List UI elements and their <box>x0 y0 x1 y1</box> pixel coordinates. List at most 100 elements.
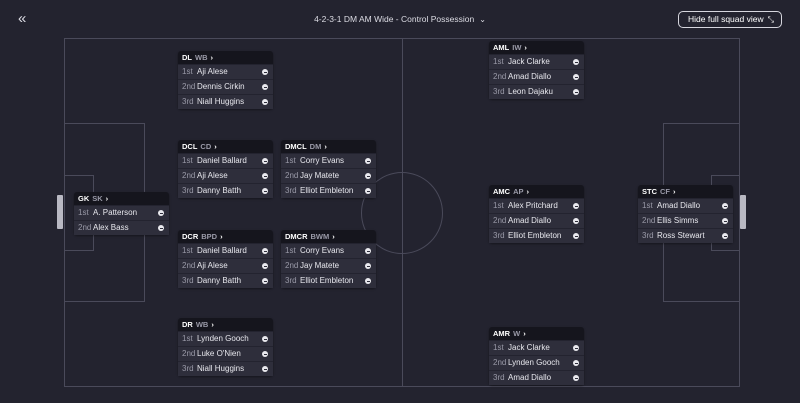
chevron-right-icon: › <box>526 187 530 196</box>
minus-circle-icon[interactable] <box>365 248 371 254</box>
minus-circle-icon[interactable] <box>573 89 579 95</box>
top-bar: « 4-2-3-1 DM AM Wide - Control Possessio… <box>0 0 800 38</box>
minus-circle-icon[interactable] <box>573 360 579 366</box>
minus-circle-icon[interactable] <box>573 74 579 80</box>
minus-circle-icon[interactable] <box>158 225 164 231</box>
collapse-panel-button[interactable]: « <box>18 11 34 27</box>
minus-circle-icon[interactable] <box>262 99 268 105</box>
minus-circle-icon[interactable] <box>573 203 579 209</box>
minus-circle-icon[interactable] <box>262 336 268 342</box>
minus-circle-icon[interactable] <box>262 158 268 164</box>
left-goal <box>57 195 63 229</box>
minus-circle-icon[interactable] <box>158 210 164 216</box>
minimize-icon: ⤡ <box>767 15 774 24</box>
chevron-right-icon: › <box>524 43 527 52</box>
chevron-right-icon: › <box>523 329 526 338</box>
minus-circle-icon[interactable] <box>262 173 268 179</box>
chevrons-left-icon: « <box>18 10 27 27</box>
tactic-label: 4-2-3-1 DM AM Wide - Control Possession <box>314 14 475 24</box>
minus-circle-icon[interactable] <box>573 233 579 239</box>
minus-circle-icon[interactable] <box>722 218 728 224</box>
hide-full-squad-view-label: Hide full squad view <box>688 14 764 24</box>
minus-circle-icon[interactable] <box>262 351 268 357</box>
minus-circle-icon[interactable] <box>262 69 268 75</box>
chevron-down-icon: ⌄ <box>479 15 486 24</box>
right-goal <box>740 195 746 229</box>
chevron-right-icon: › <box>211 320 214 329</box>
minus-circle-icon[interactable] <box>262 248 268 254</box>
chevron-right-icon: › <box>214 142 217 151</box>
minus-circle-icon[interactable] <box>365 188 371 194</box>
minus-circle-icon[interactable] <box>262 278 268 284</box>
center-circle <box>361 172 443 254</box>
minus-circle-icon[interactable] <box>262 366 268 372</box>
tactic-selector[interactable]: 4-2-3-1 DM AM Wide - Control Possession ⌄ <box>0 14 800 24</box>
chevron-right-icon: › <box>673 187 676 196</box>
minus-circle-icon[interactable] <box>573 218 579 224</box>
minus-circle-icon[interactable] <box>573 375 579 381</box>
hide-full-squad-view-button[interactable]: Hide full squad view ⤡ <box>678 11 782 28</box>
minus-circle-icon[interactable] <box>262 188 268 194</box>
minus-circle-icon[interactable] <box>365 158 371 164</box>
minus-circle-icon[interactable] <box>365 263 371 269</box>
minus-circle-icon[interactable] <box>573 345 579 351</box>
minus-circle-icon[interactable] <box>365 278 371 284</box>
minus-circle-icon[interactable] <box>573 59 579 65</box>
minus-circle-icon[interactable] <box>365 173 371 179</box>
minus-circle-icon[interactable] <box>262 263 268 269</box>
chevron-right-icon: › <box>324 142 327 151</box>
minus-circle-icon[interactable] <box>262 84 268 90</box>
minus-circle-icon[interactable] <box>722 203 728 209</box>
minus-circle-icon[interactable] <box>722 233 728 239</box>
